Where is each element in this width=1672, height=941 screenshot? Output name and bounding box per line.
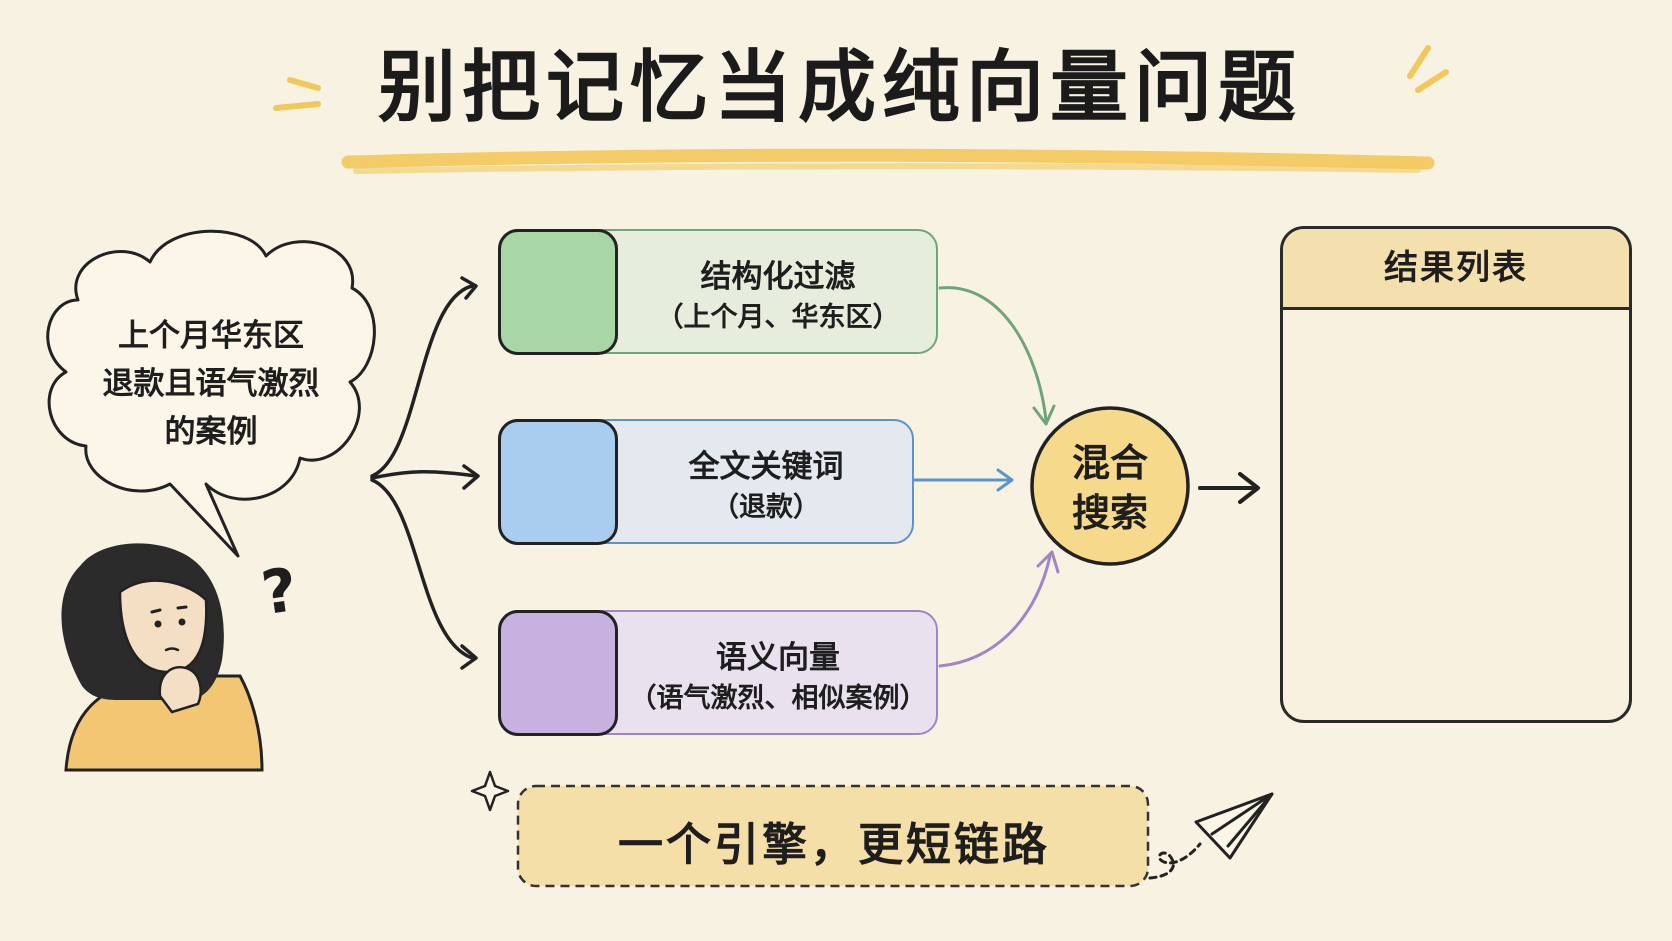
route-fulltext-keyword: 全文关键词 （退款） (497, 418, 914, 545)
route-icon-cell (497, 609, 618, 736)
paper-plane-icon (1148, 792, 1274, 880)
title-highlight (341, 148, 1435, 174)
question-line-2: 退款且语气激烈 (102, 366, 320, 402)
thought-bubble (46, 229, 376, 558)
hybrid-line-1: 混合 (1071, 441, 1148, 485)
title-sparkle-right-icon (1407, 45, 1449, 93)
route-icon-cell (497, 418, 618, 545)
route-detail: （上个月、华东区） (656, 302, 900, 333)
hybrid-line-2: 搜索 (1071, 491, 1148, 535)
route-title: 语义向量 (716, 640, 840, 676)
merge-arrows (912, 286, 1060, 668)
route-icon-cell (497, 228, 618, 355)
page-title: 别把记忆当成纯向量问题 (377, 43, 1302, 133)
route-structured-filter: 结构化过滤 （上个月、华东区） (497, 228, 938, 355)
title-sparkle-left-icon (273, 77, 321, 111)
tagline-box (516, 784, 1150, 888)
route-title: 结构化过滤 (700, 259, 856, 295)
sparkle-icon (470, 770, 510, 812)
split-arrows (370, 276, 480, 670)
route-title: 全文关键词 (688, 449, 844, 485)
route-detail: （退款） (712, 492, 820, 523)
results-panel: 结果列表 (1280, 226, 1632, 723)
hybrid-search-node (1030, 406, 1190, 566)
hybrid-search-label: 混合 搜索 (1030, 438, 1190, 538)
results-title: 结果列表 (1283, 229, 1629, 310)
person-thinking-icon (61, 543, 264, 772)
result-arrow (1198, 472, 1260, 504)
question-text: 上个月华东区 退款且语气激烈 的案例 (66, 312, 356, 456)
question-line-3: 的案例 (164, 414, 258, 450)
tagline: 一个引擎，更短链路 (617, 818, 1050, 871)
route-detail: （语气激烈、相似案例） (629, 683, 927, 714)
route-semantic-vector: 语义向量 （语气激烈、相似案例） (497, 609, 938, 736)
question-line-1: 上个月华东区 (118, 318, 304, 354)
